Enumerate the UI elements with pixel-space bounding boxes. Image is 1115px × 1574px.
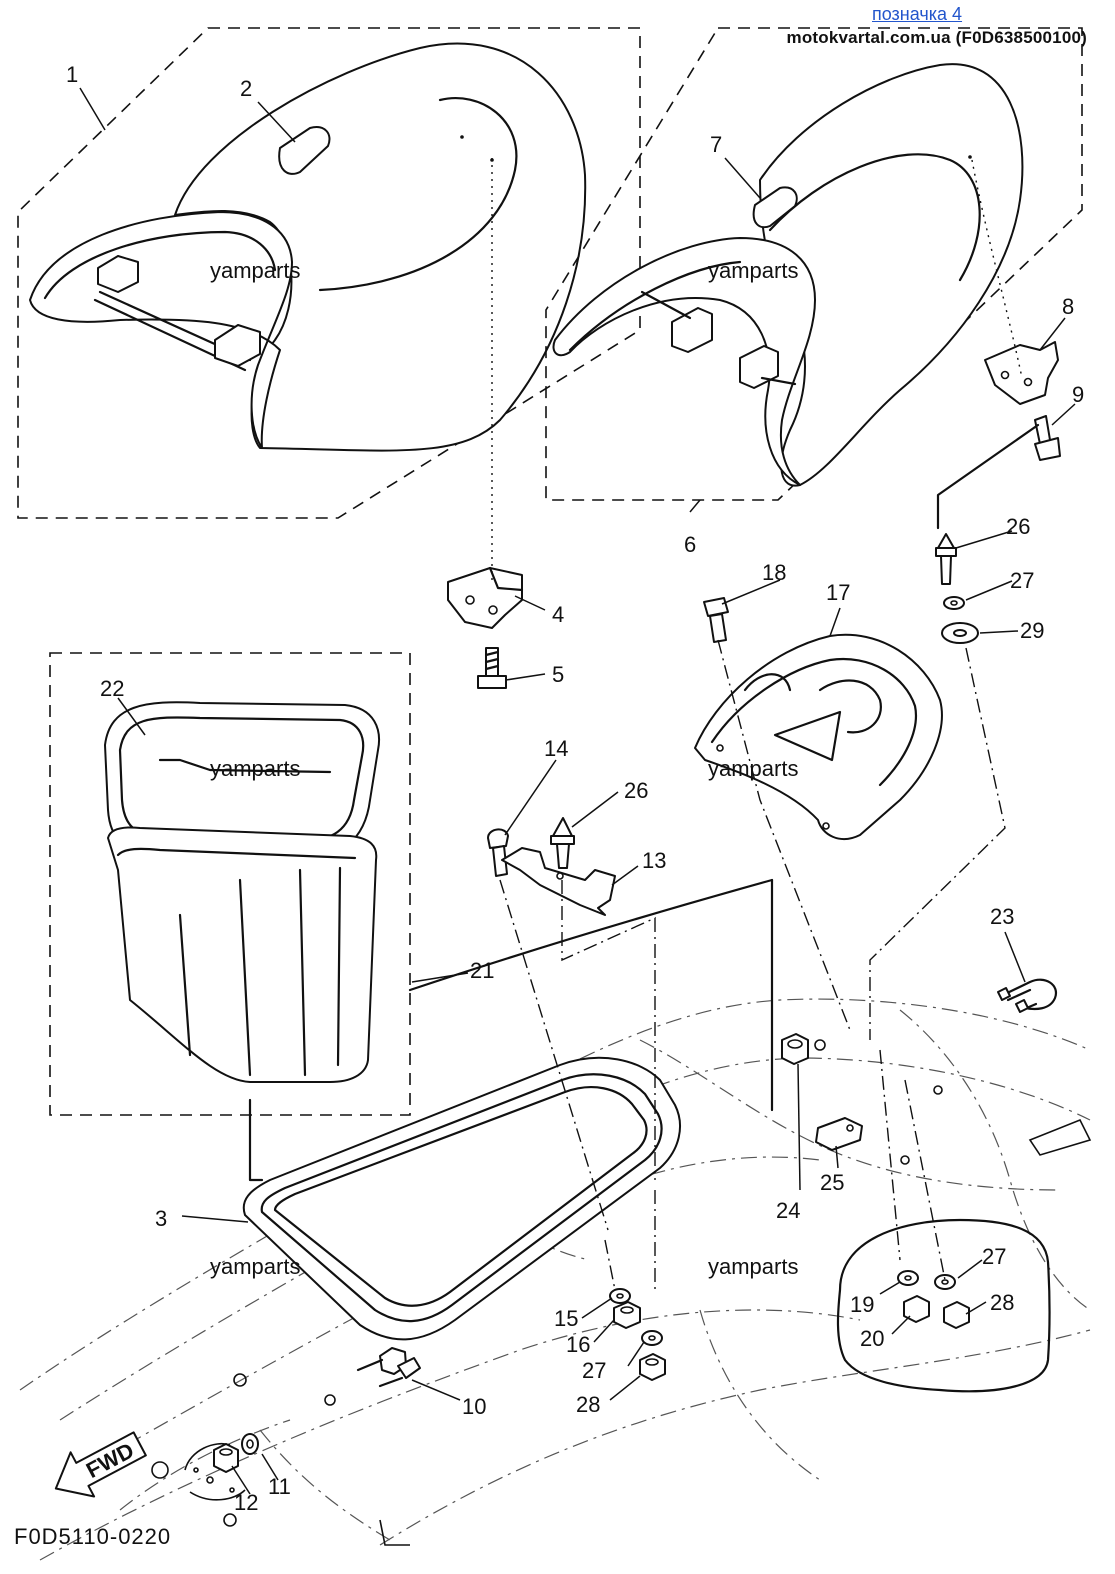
washer-part-27-upper xyxy=(943,596,965,610)
assembly-6-boundary xyxy=(545,27,1083,501)
washer-part-11 xyxy=(241,1433,259,1455)
callout-15: 15 xyxy=(554,1306,578,1331)
clip-part-26-middle xyxy=(550,817,575,869)
marker-link[interactable]: позначка 4 xyxy=(872,4,963,24)
bracket-part-4 xyxy=(447,566,524,629)
watermark-text: yamparts xyxy=(210,1254,300,1279)
frame-part-3 xyxy=(242,1056,681,1341)
callout-28-middle: 28 xyxy=(576,1392,600,1417)
washer-part-15 xyxy=(609,1288,631,1304)
clip-part-26-upper xyxy=(935,533,957,585)
callout-27-upper: 27 xyxy=(1010,568,1034,593)
callout-28-inset: 28 xyxy=(990,1290,1014,1315)
callout-26-upper: 26 xyxy=(1006,514,1030,539)
watermark-text: yamparts xyxy=(708,258,798,283)
callout-13: 13 xyxy=(642,848,666,873)
nut-part-28-middle xyxy=(639,1353,666,1381)
watermark-text: yamparts xyxy=(708,1254,798,1279)
callout-10: 10 xyxy=(462,1394,486,1419)
callout-16: 16 xyxy=(566,1332,590,1357)
callout-12: 12 xyxy=(234,1490,258,1515)
watermark-text: yamparts xyxy=(210,258,300,283)
callout-19: 19 xyxy=(850,1292,874,1317)
nut-part-12 xyxy=(213,1443,239,1473)
bolt-part-5 xyxy=(477,647,507,689)
nut-part-16 xyxy=(613,1301,641,1329)
nut-part-24 xyxy=(781,1033,809,1065)
callout-21: 21 xyxy=(470,958,494,983)
washer-part-29 xyxy=(941,622,979,644)
callout-29: 29 xyxy=(1020,618,1044,643)
seat-front-part-1 xyxy=(29,42,587,452)
callout-27-middle: 27 xyxy=(582,1358,606,1383)
callout-3: 3 xyxy=(155,1206,167,1231)
callout-5: 5 xyxy=(552,662,564,687)
plate-part-25 xyxy=(815,1117,863,1151)
callout-23: 23 xyxy=(990,904,1014,929)
callout-26-middle: 26 xyxy=(624,778,648,803)
callout-24: 24 xyxy=(776,1198,800,1223)
assembly-1-boundary xyxy=(17,27,641,519)
stud-part-10 xyxy=(356,1347,421,1388)
assembly-21-boundary xyxy=(49,652,411,1116)
callout-11: 11 xyxy=(268,1474,291,1499)
bolt-part-18 xyxy=(703,597,729,643)
callout-numbers: 1 2 3 4 5 6 7 8 9 10 11 12 13 14 15 16 1… xyxy=(66,62,1084,1515)
watermarks: yamparts yamparts yamparts yamparts yamp… xyxy=(210,258,798,1279)
u-bolt-part-23 xyxy=(997,978,1058,1013)
watermark-text: yamparts xyxy=(210,756,300,781)
storage-bucket-part-21 xyxy=(104,701,380,1083)
callout-18: 18 xyxy=(762,560,786,585)
callout-1: 1 xyxy=(66,62,78,87)
callout-4: 4 xyxy=(552,602,564,627)
tray-part-17 xyxy=(694,633,943,840)
callout-leaders xyxy=(79,87,1076,1495)
callout-25: 25 xyxy=(820,1170,844,1195)
fwd-direction-arrow: FWD xyxy=(54,1431,147,1498)
callout-27-inset: 27 xyxy=(982,1244,1006,1269)
bolt-part-14 xyxy=(487,828,509,877)
mount-plate xyxy=(184,1443,246,1501)
document-code: F0D5110-0220 xyxy=(14,1524,172,1549)
washer-part-27-middle xyxy=(641,1330,663,1346)
callout-17: 17 xyxy=(826,580,850,605)
callout-22: 22 xyxy=(100,676,124,701)
callout-14: 14 xyxy=(544,736,568,761)
bracket-part-13 xyxy=(501,847,616,916)
callout-20: 20 xyxy=(860,1326,884,1351)
source-caption: motokvartal.com.ua (F0D638500100) xyxy=(786,28,1087,47)
callout-9: 9 xyxy=(1072,382,1084,407)
bolt-part-9 xyxy=(1034,415,1061,461)
callout-7: 7 xyxy=(710,132,722,157)
detail-inset xyxy=(836,1218,1051,1393)
callout-2: 2 xyxy=(240,76,252,101)
assembly-guide-lines xyxy=(248,158,1040,1291)
seat-rear-part-6 xyxy=(552,63,1024,487)
callout-6: 6 xyxy=(684,532,696,557)
watermark-text: yamparts xyxy=(708,756,798,781)
callout-8: 8 xyxy=(1062,294,1074,319)
